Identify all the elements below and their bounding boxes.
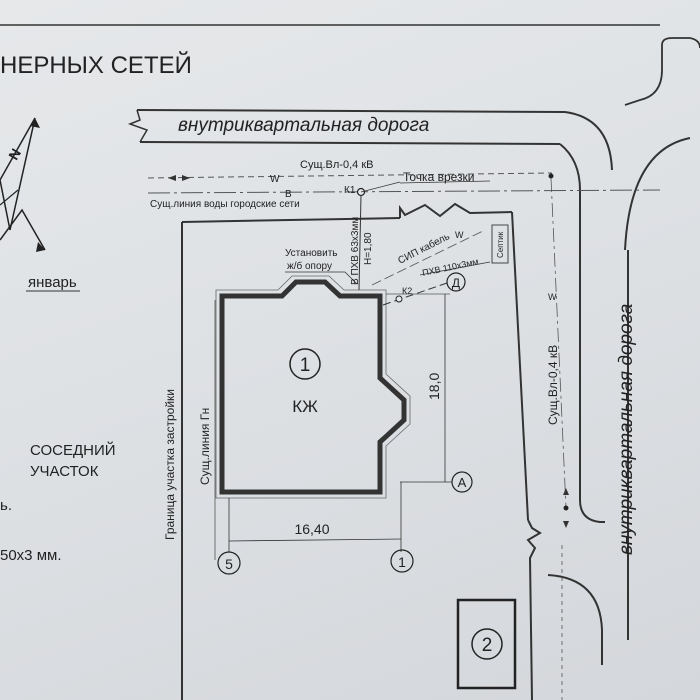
power-line-right (550, 177, 567, 509)
pipe-b-line (358, 194, 362, 291)
compass-month-label: январь (28, 274, 77, 291)
axis-1-label: 1 (398, 554, 406, 570)
k2-label: К2 (402, 286, 412, 296)
arrow-down (563, 521, 569, 528)
header-title: НЕРНЫХ СЕТЕЙ (0, 51, 192, 79)
power-right-label: Сущ.Вл-0,4 кВ (546, 345, 560, 425)
install-pole-label-1: Установить (285, 248, 338, 259)
pipe-d-leader (419, 261, 491, 276)
building-2-circle (471, 628, 503, 660)
road-top-lower-edge (139, 141, 561, 145)
dim-height-label: 18,0 (426, 373, 442, 400)
power-pole-right (563, 505, 569, 511)
pipe-b-label: B ПХВ 63х3мм (350, 217, 361, 285)
marker-d: Д (452, 276, 460, 290)
arrow-left (168, 175, 176, 181)
road-outline-top-right (624, 37, 700, 106)
water-line (147, 189, 661, 194)
road-corner-right (624, 137, 691, 251)
install-pole-label-2: ж/б опору (287, 260, 332, 272)
site-boundary-top (181, 217, 401, 223)
arrow-right (182, 175, 190, 181)
road-top-label: внутриквартальная дорога (178, 115, 429, 136)
neighbor-line-1: СОСЕДНИЙ (30, 441, 116, 459)
septic-label: Септик (496, 231, 505, 258)
dim-width-label: 16,40 (294, 521, 329, 537)
site-boundary-right-lower (526, 519, 542, 700)
install-pole-leader (344, 271, 358, 285)
w-marker-sip: W (455, 230, 464, 240)
axis-5-label: 5 (225, 556, 233, 572)
road-corner-outer (564, 111, 613, 171)
power-top-label: Сущ.Вл-0,4 кВ (300, 159, 373, 171)
power-pole-top (548, 173, 554, 179)
note-fragment: ь. (0, 497, 12, 514)
road-right-inner-edge (559, 143, 605, 523)
tie-in-leader (360, 181, 401, 193)
w-marker-right: W (548, 292, 557, 302)
water-line-label: Сущ.линия воды городские сети (150, 199, 300, 210)
house-number-circle (289, 348, 321, 380)
sip-cable-label: СИП кабель (396, 230, 452, 266)
site-boundary-right (511, 211, 529, 521)
axis-5-circle (217, 551, 241, 575)
dim-width-line (228, 538, 402, 542)
road-lower-curve (547, 574, 603, 665)
road-top-upper-edge (136, 109, 566, 113)
axis-a-circle (451, 471, 473, 493)
tie-in-label: Точка врезки (403, 170, 475, 184)
site-boundary-break (399, 202, 513, 218)
tie-in-underline (399, 180, 491, 184)
w-marker: W (270, 174, 280, 185)
sip-cable-line (371, 229, 486, 286)
building-2 (456, 598, 517, 690)
pipe-b-depth: H=1,80 (363, 232, 374, 265)
pipe-size-note: 50х3 мм. (0, 547, 62, 564)
k1-label: К1 (344, 185, 356, 196)
neighbor-line-2: УЧАСТОК (30, 463, 99, 480)
house-label: КЖ (292, 397, 318, 416)
boundary-label: Граница участка застройки (163, 389, 177, 540)
gas-line-label: Сущ.линия Гн (198, 408, 212, 485)
building-2-number: 2 (482, 635, 493, 656)
axis-a-label: А (458, 475, 467, 490)
arrow-up (563, 488, 569, 495)
power-line-top (147, 172, 553, 179)
compass-north-label: N (5, 146, 24, 163)
house-offset (215, 275, 411, 499)
road-top-break (127, 109, 149, 143)
k2-point (395, 295, 403, 303)
road-right-label: внутриквартальная дорога (616, 304, 637, 555)
compass-rose: N (0, 117, 46, 252)
house-number: 1 (300, 355, 311, 376)
septic-box (491, 224, 509, 264)
house-outline (219, 279, 407, 495)
b-marker: B (285, 189, 292, 200)
marker-d-circle (446, 272, 466, 292)
axis-1-circle (390, 549, 414, 573)
